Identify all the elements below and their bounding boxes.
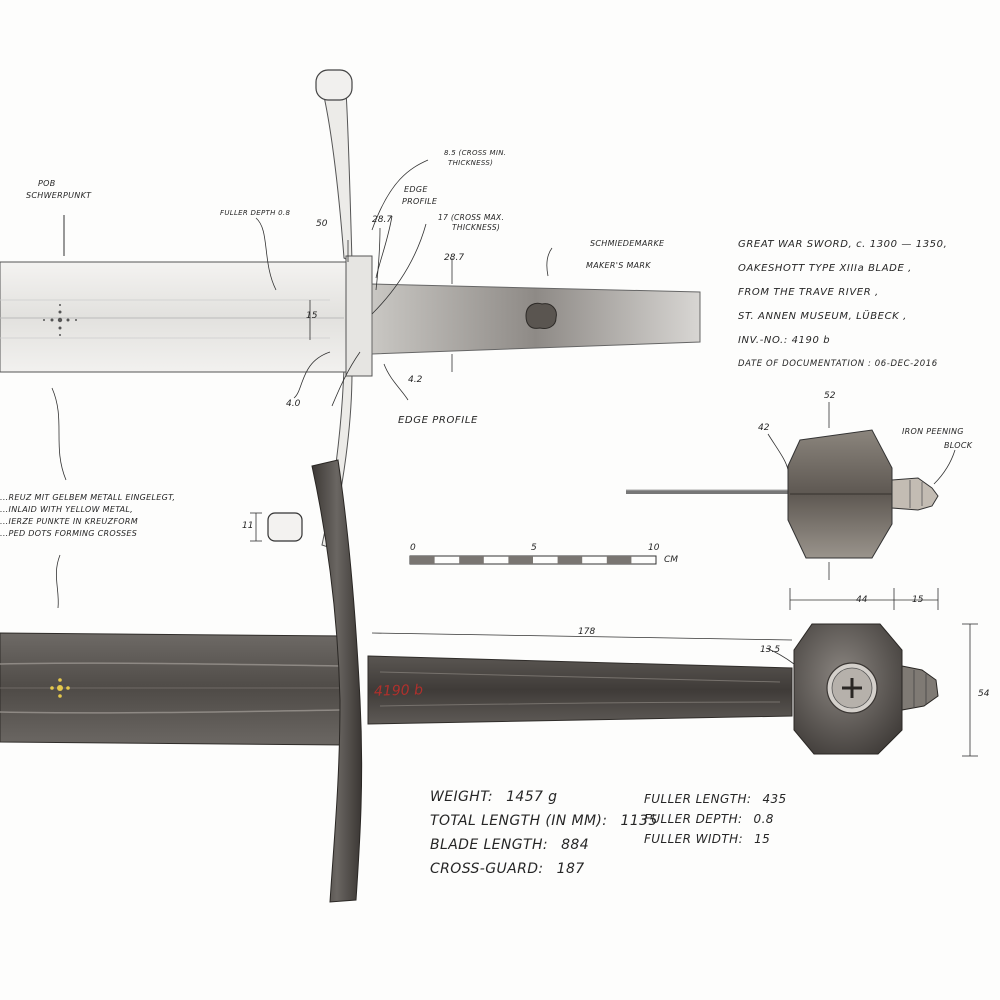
spec-row: FULLER WIDTH: 15 [644, 828, 787, 848]
fuller-depth-note: FULLER DEPTH 0.8 [220, 209, 291, 217]
description-line: DATE OF DOCUMENTATION : 06-DEC-2016 [738, 359, 938, 369]
inlay-note-de-2: ...IERZE PUNKTE IN KREUZFORM [0, 517, 138, 526]
spec-row: CROSS-GUARD: 187 [430, 858, 658, 882]
cross-section-detail [250, 512, 303, 542]
specs-right: FULLER LENGTH: 435 FULLER DEPTH: 0.8 FUL… [644, 788, 787, 848]
spec-value: 1457 g [506, 789, 558, 805]
inlay-note-de: ...REUZ MIT GELBEM METALL EINGELEGT, [0, 493, 176, 502]
dimension-44: 44 [856, 595, 868, 605]
spec-row: FULLER DEPTH: 0.8 [644, 808, 787, 828]
cross-min-thickness-label: 8.5 (CROSS MIN. [444, 149, 507, 157]
spec-label: FULLER LENGTH: [644, 792, 752, 806]
spec-label: FULLER WIDTH: [644, 832, 744, 846]
makers-mark-label: MAKER'S MARK [586, 261, 651, 270]
inlay-note-en: ...INLAID WITH YELLOW METAL, [0, 505, 134, 514]
inlay-note-en-2: ...PED DOTS FORMING CROSSES [0, 529, 138, 538]
description-line: FROM THE TRAVE RIVER , [738, 287, 879, 298]
spec-label: WEIGHT: [430, 789, 493, 805]
dimension-4-2: 4.2 [408, 375, 423, 385]
inventory-number-mark: 4190 b [373, 682, 424, 700]
cross-max-thickness-label-2: THICKNESS) [452, 223, 501, 232]
dimension-52: 52 [824, 391, 836, 401]
dimension-28-7-a: 28.7 [372, 215, 393, 225]
scale-label-0: 0 [410, 543, 416, 553]
spec-value: 1135 [620, 813, 658, 829]
scale-label-5: 5 [531, 543, 537, 553]
spec-label: TOTAL LENGTH (IN MM): [430, 813, 608, 829]
dimension-13-5: 13.5 [760, 645, 781, 655]
scale-bar [409, 555, 657, 565]
description-line: GREAT WAR SWORD, c. 1300 — 1350, [738, 239, 948, 250]
dimension-15-pommel: 15 [912, 595, 924, 605]
dimension-54: 54 [978, 689, 990, 699]
pob-label: POB [38, 179, 56, 188]
spec-label: FULLER DEPTH: [644, 812, 743, 826]
schmiedemarke-label: SCHMIEDEMARKE [590, 239, 665, 248]
spec-row: TOTAL LENGTH (IN MM): 1135 [430, 810, 658, 834]
edge-profile-top-label: EDGE [404, 185, 428, 194]
scale-label-10: 10 [648, 543, 660, 553]
dimension-4-0: 4.0 [286, 399, 301, 409]
bottom-sword-view [0, 459, 978, 903]
spec-value: 15 [754, 832, 771, 846]
scale-unit: CM [664, 555, 679, 565]
description-line: OAKESHOTT TYPE XIIIa BLADE , [738, 263, 912, 274]
top-sword-view [0, 69, 701, 609]
block-label: BLOCK [944, 441, 973, 450]
description-block: GREAT WAR SWORD, c. 1300 — 1350, OAKESHO… [738, 240, 947, 369]
dimension-178: 178 [578, 627, 596, 637]
spec-label: BLADE LENGTH: [430, 837, 549, 853]
dimension-28-7-b: 28.7 [444, 253, 465, 263]
spec-value: 187 [556, 861, 585, 877]
pommel-side-view [626, 402, 956, 610]
cross-min-thickness-label-2: THICKNESS) [448, 159, 494, 167]
dimension-42-pommel: 42 [758, 423, 770, 433]
spec-row: BLADE LENGTH: 884 [430, 834, 658, 858]
edge-profile-top-label-2: PROFILE [402, 197, 438, 206]
spec-value: 0.8 [753, 812, 774, 826]
iron-peening-label: IRON PEENING [902, 427, 964, 436]
description-line: INV.-NO.: 4190 b [738, 335, 831, 346]
spec-label: CROSS-GUARD: [430, 861, 544, 877]
spec-row: WEIGHT: 1457 g [430, 786, 658, 810]
specs-left: WEIGHT: 1457 g TOTAL LENGTH (IN MM): 113… [430, 786, 658, 882]
schwerpunkt-label: SCHWERPUNKT [26, 191, 92, 200]
dimension-50: 50 [316, 219, 328, 229]
edge-profile-bottom-label: EDGE PROFILE [398, 415, 478, 426]
dimension-11: 11 [242, 521, 254, 531]
description-line: ST. ANNEN MUSEUM, LÜBECK , [738, 311, 907, 322]
dimension-15-blade: 15 [306, 311, 318, 321]
spec-value: 884 [561, 837, 590, 853]
cross-max-thickness-label: 17 (CROSS MAX. [438, 213, 505, 222]
spec-value: 435 [762, 792, 787, 806]
spec-row: FULLER LENGTH: 435 [644, 788, 787, 808]
